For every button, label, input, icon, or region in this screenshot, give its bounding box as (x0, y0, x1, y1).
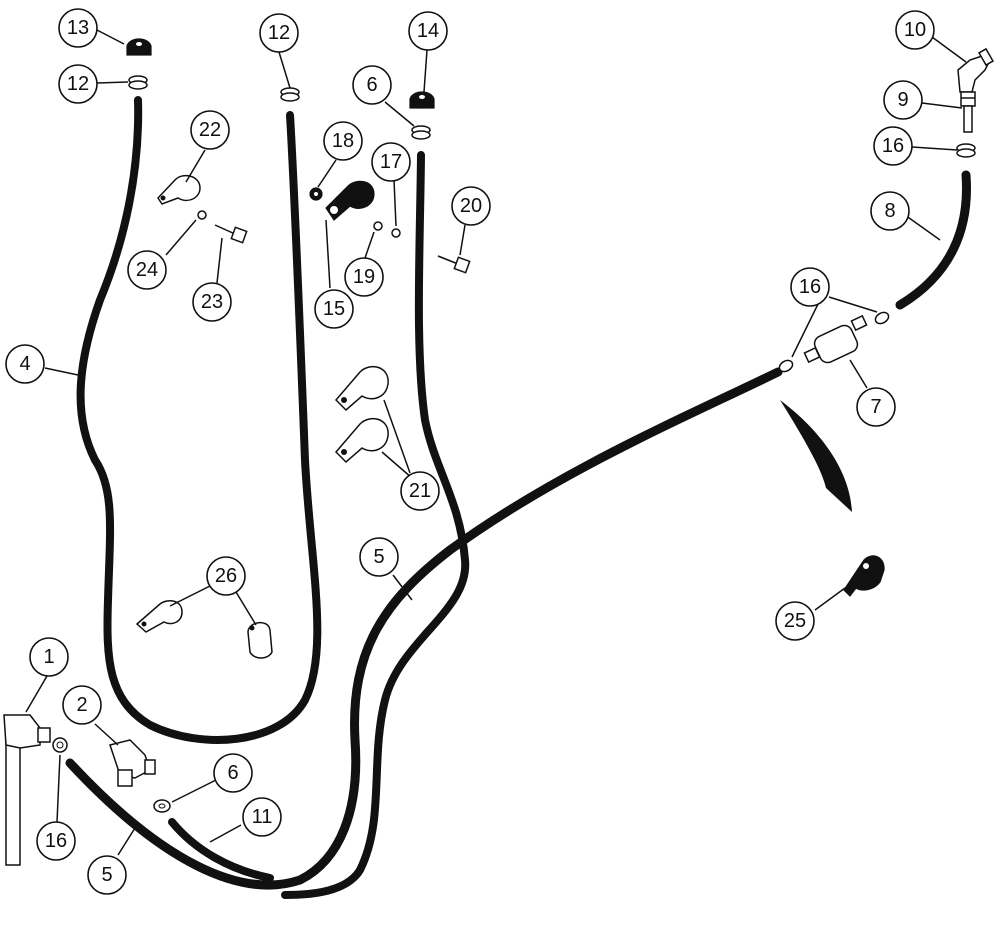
callout-12-left: 12 (58, 64, 98, 104)
elbow-fitting-2 (109, 739, 156, 787)
callout-22: 22 (190, 110, 230, 150)
clamp-6-top (411, 125, 431, 140)
svg-text:16: 16 (45, 830, 67, 852)
svg-text:13: 13 (67, 17, 89, 39)
clamp-22 (157, 174, 201, 205)
callout-17: 17 (371, 142, 411, 182)
svg-text:8: 8 (884, 200, 895, 222)
callout-1: 1 (29, 637, 69, 677)
clamp-6-bottom (153, 799, 171, 813)
callout-9: 9 (883, 80, 923, 120)
callout-5-bottom: 5 (87, 855, 127, 895)
callout-10: 10 (895, 10, 935, 50)
washer-19 (373, 221, 383, 231)
svg-text:9: 9 (897, 89, 908, 111)
nut-18 (309, 187, 323, 201)
svg-text:4: 4 (19, 353, 30, 375)
callout-16-bottom-left: 16 (36, 821, 76, 861)
bolt-23 (214, 224, 248, 244)
svg-text:15: 15 (323, 298, 345, 320)
svg-text:12: 12 (268, 22, 290, 44)
clamp-25 (843, 555, 885, 597)
hose-5 (65, 367, 783, 890)
svg-text:18: 18 (332, 130, 354, 152)
clamp-12-left (128, 75, 148, 90)
callout-14: 14 (408, 11, 448, 51)
callout-13: 13 (58, 8, 98, 48)
callout-8: 8 (870, 191, 910, 231)
callout-6-bottom: 6 (213, 753, 253, 793)
callout-24: 24 (127, 250, 167, 290)
callout-18: 18 (323, 121, 363, 161)
callout-4: 4 (5, 344, 45, 384)
svg-text:11: 11 (252, 806, 273, 828)
svg-text:26: 26 (215, 565, 237, 587)
callout-16-top-right: 16 (873, 126, 913, 166)
svg-text:24: 24 (136, 259, 158, 281)
svg-text:16: 16 (882, 135, 904, 157)
hose-upper-right-vertical (281, 151, 470, 899)
callout-5-middle: 5 (359, 537, 399, 577)
callout-20: 20 (451, 186, 491, 226)
clamp-16-bottom-left (52, 737, 68, 753)
svg-text:1: 1 (43, 646, 54, 668)
clamp-12-middle (280, 87, 300, 102)
svg-text:6: 6 (366, 74, 377, 96)
svg-text:20: 20 (460, 195, 482, 217)
washer-17 (391, 228, 401, 238)
svg-text:5: 5 (101, 864, 112, 886)
grommet-13 (126, 38, 152, 56)
svg-text:7: 7 (870, 396, 881, 418)
clamp-16-top-right (956, 143, 976, 158)
callout-23: 23 (192, 282, 232, 322)
clamp-21-lower (334, 417, 389, 464)
svg-text:21: 21 (409, 480, 431, 502)
svg-text:10: 10 (904, 19, 926, 41)
callout-2: 2 (62, 685, 102, 725)
svg-text:5: 5 (373, 546, 384, 568)
hose-4 (76, 96, 322, 744)
svg-text:19: 19 (353, 266, 375, 288)
leader-lines (25, 29, 967, 856)
svg-text:2: 2 (76, 694, 87, 716)
hose-8 (895, 170, 971, 310)
callout-16-filter: 16 (790, 267, 830, 307)
svg-text:12: 12 (67, 73, 89, 95)
grommet-14 (409, 91, 435, 109)
callout-25: 25 (775, 601, 815, 641)
svg-text:14: 14 (417, 20, 439, 42)
svg-text:23: 23 (201, 291, 223, 313)
callout-21: 21 (400, 471, 440, 511)
washer-24 (197, 210, 207, 220)
callout-15: 15 (314, 289, 354, 329)
svg-text:6: 6 (227, 762, 238, 784)
hose-11 (168, 818, 274, 882)
fitting-9 (960, 91, 976, 133)
svg-text:17: 17 (380, 151, 402, 173)
clamp-26-right (247, 621, 273, 659)
elbow-fitting-10 (957, 47, 994, 93)
svg-text:16: 16 (799, 276, 821, 298)
clamp-16-filter-left (778, 359, 794, 373)
callout-19: 19 (344, 257, 384, 297)
clamp-15 (325, 180, 375, 221)
callout-26: 26 (206, 556, 246, 596)
callout-7: 7 (856, 387, 896, 427)
fuel-filter-7 (803, 314, 868, 364)
callout-6-top: 6 (352, 65, 392, 105)
callout-12-middle: 12 (259, 13, 299, 53)
curved-arrow (780, 400, 852, 512)
callout-11: 11 (242, 797, 282, 837)
bolt-20 (437, 255, 471, 274)
clamp-26-left (135, 599, 183, 633)
clamp-21-upper (334, 365, 389, 412)
elbow-fitting-1 (3, 714, 51, 866)
svg-text:22: 22 (199, 119, 221, 141)
svg-text:25: 25 (784, 610, 806, 632)
clamp-16-filter-right (874, 311, 890, 325)
